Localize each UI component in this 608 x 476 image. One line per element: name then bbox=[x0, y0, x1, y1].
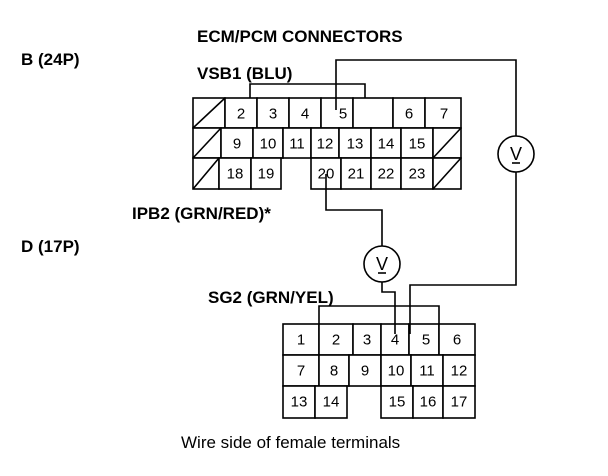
connector-d-label: D (17P) bbox=[21, 237, 80, 256]
pin-b-19-label: 19 bbox=[258, 166, 275, 183]
pin-b-gap bbox=[352, 97, 394, 129]
pin-d-14-label: 14 bbox=[323, 394, 340, 411]
pin-b-5-label: 5 bbox=[339, 106, 347, 123]
connector-d: 1 2 3 4 5 6 7 8 9 10 11 12 13 14 15 16 1… bbox=[282, 305, 476, 419]
pin-d-17-label: 17 bbox=[451, 394, 468, 411]
pin-b-10-label: 10 bbox=[260, 136, 277, 153]
pin-b-13-label: 13 bbox=[347, 136, 364, 153]
pin-b-23 bbox=[400, 157, 434, 190]
pin-b-blank-slash bbox=[192, 97, 226, 129]
pin-d-12-label: 12 bbox=[451, 363, 468, 380]
probe-wire-b20 bbox=[325, 174, 383, 246]
pin-b-7-label: 7 bbox=[440, 106, 448, 123]
pin-b-blank-slash bbox=[432, 127, 462, 159]
pin-b-22 bbox=[370, 157, 402, 190]
connector-d-lock bbox=[318, 305, 440, 324]
pin-d-15 bbox=[380, 385, 414, 419]
probe-wire-b5 bbox=[335, 59, 517, 136]
pin-d-1-label: 1 bbox=[297, 332, 305, 349]
pin-b-7 bbox=[424, 97, 462, 129]
pin-d-7-label: 7 bbox=[297, 363, 305, 380]
pin-b-blank-slash bbox=[192, 157, 220, 190]
pin-d-2 bbox=[318, 323, 354, 356]
probe-wire-d5 bbox=[409, 172, 517, 334]
connector-b-label: B (24P) bbox=[21, 50, 80, 69]
pin-b-15 bbox=[400, 127, 434, 159]
pin-d-16 bbox=[412, 385, 444, 419]
wire-vsb1-label: VSB1 (BLU) bbox=[197, 64, 292, 83]
pin-d-10-label: 10 bbox=[388, 363, 405, 380]
pin-d-13-label: 13 bbox=[291, 394, 308, 411]
pin-b-14-label: 14 bbox=[378, 136, 395, 153]
pin-d-6 bbox=[438, 323, 476, 356]
pin-b-21-label: 21 bbox=[348, 166, 365, 183]
pin-d-8-label: 8 bbox=[330, 363, 338, 380]
diagram-title: ECM/PCM CONNECTORS bbox=[197, 27, 403, 46]
probe-wire-d4 bbox=[381, 282, 396, 334]
pin-b-6-label: 6 bbox=[405, 106, 413, 123]
pin-b-9-label: 9 bbox=[233, 136, 241, 153]
voltmeter-center-symbol: V bbox=[376, 254, 388, 274]
caption: Wire side of female terminals bbox=[181, 433, 400, 452]
pin-d-15-label: 15 bbox=[389, 394, 406, 411]
pin-d-4-label: 4 bbox=[391, 332, 399, 349]
voltmeter-right-symbol: V bbox=[510, 144, 522, 164]
wire-sg2-label: SG2 (GRN/YEL) bbox=[208, 288, 334, 307]
pin-d-5-label: 5 bbox=[422, 332, 430, 349]
pin-b-22-label: 22 bbox=[378, 166, 395, 183]
pin-d-14 bbox=[314, 385, 348, 419]
pin-b-15-label: 15 bbox=[409, 136, 426, 153]
connector-b-lock bbox=[249, 83, 366, 98]
connector-b: 2 3 4 5 6 7 9 10 11 12 13 14 15 bbox=[192, 83, 462, 190]
pin-d-17 bbox=[442, 385, 476, 419]
pin-d-6-label: 6 bbox=[453, 332, 461, 349]
pin-b-4-label: 4 bbox=[301, 106, 309, 123]
pin-b-19 bbox=[250, 157, 282, 190]
pin-b-11-label: 11 bbox=[289, 136, 305, 153]
pin-d-3-label: 3 bbox=[363, 332, 371, 349]
pin-d-16-label: 16 bbox=[420, 394, 437, 411]
pin-b-23-label: 23 bbox=[409, 166, 426, 183]
pin-d-13 bbox=[282, 385, 316, 419]
pin-b-18-label: 18 bbox=[227, 166, 244, 183]
pin-d-9-label: 9 bbox=[361, 363, 369, 380]
pin-b-blank-slash bbox=[432, 157, 462, 190]
pin-d-5 bbox=[408, 323, 440, 356]
pin-b-5 bbox=[320, 97, 354, 129]
pin-b-blank-slash bbox=[192, 127, 222, 159]
pin-d-11-label: 11 bbox=[419, 363, 435, 380]
pin-d-2-label: 2 bbox=[332, 332, 340, 349]
pin-d-9 bbox=[348, 354, 382, 387]
pin-b-3-label: 3 bbox=[269, 106, 277, 123]
pin-d-1 bbox=[282, 323, 320, 356]
pin-b-2-label: 2 bbox=[237, 106, 245, 123]
pin-b-12-label: 12 bbox=[317, 136, 334, 153]
wire-ipb2-label: IPB2 (GRN/RED)* bbox=[132, 204, 271, 223]
